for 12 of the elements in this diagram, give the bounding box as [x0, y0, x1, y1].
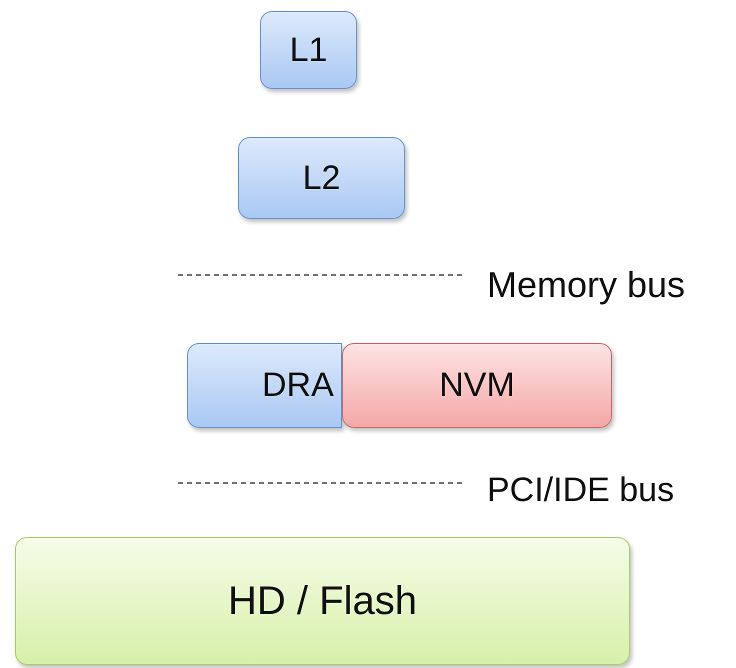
storage-box [15, 537, 630, 665]
bus-label: PCI/IDE bus [487, 471, 674, 510]
box-label: DRA [262, 366, 334, 405]
bus-label: Memory bus [487, 264, 686, 306]
memory-box [187, 343, 342, 428]
box-label: L1 [290, 30, 328, 70]
box-label: L2 [302, 158, 340, 198]
cache-box [238, 137, 405, 219]
box-label: NVM [439, 366, 515, 405]
box-label: HD / Flash [228, 578, 417, 624]
memory-box [342, 343, 612, 428]
cache-box [260, 11, 357, 89]
